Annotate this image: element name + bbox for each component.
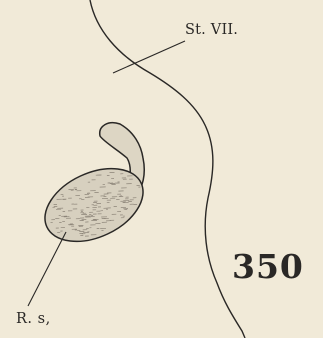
receptaculum-label: R. s, (16, 311, 51, 327)
leader-line-receptaculum (28, 232, 66, 306)
figure-number: 350 (232, 247, 304, 286)
leader-line-sternite (113, 41, 185, 73)
sternite-label: St. VII. (185, 22, 238, 38)
